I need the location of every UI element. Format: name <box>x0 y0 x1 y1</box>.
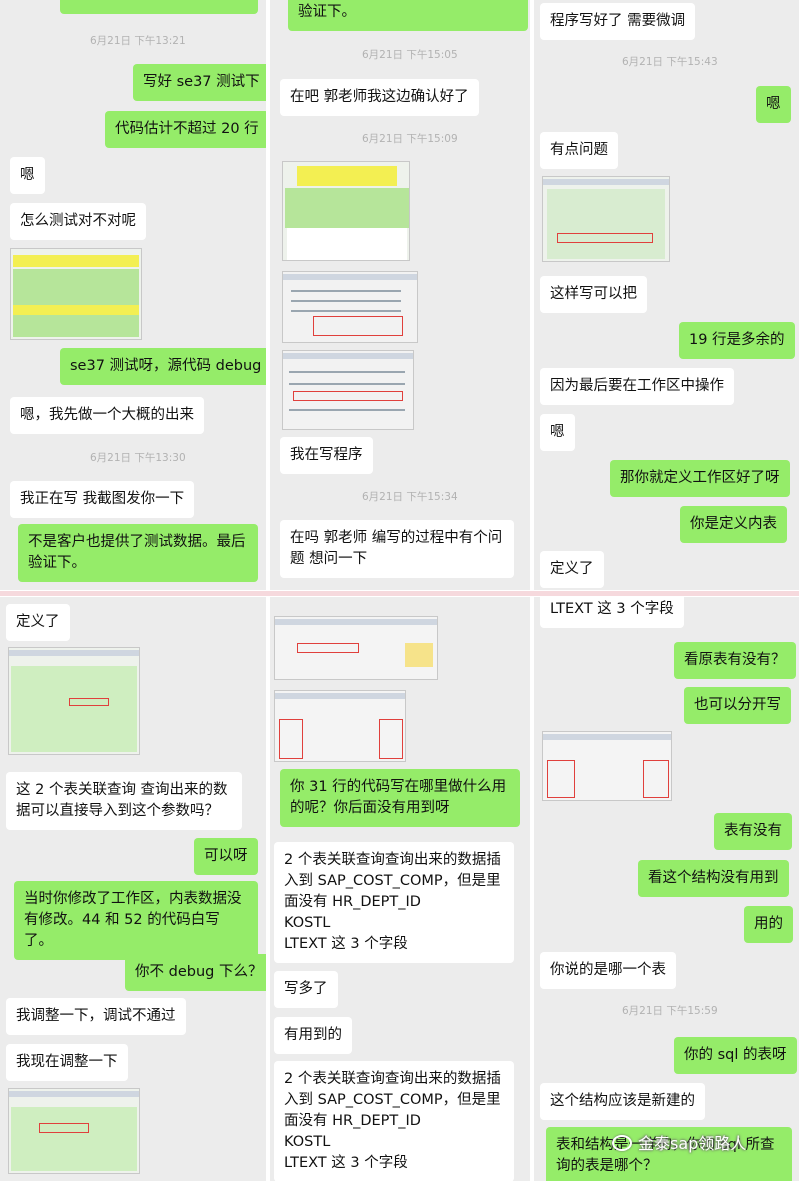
message-line: LTEXT 这 3 个字段 <box>284 1155 408 1171</box>
message-line: LTEXT 这 3 个字段 <box>284 936 408 952</box>
panel-divider <box>0 591 799 596</box>
received-message[interactable]: 这个结构应该是新建的 <box>540 1083 705 1120</box>
received-message[interactable]: 写多了 <box>274 971 338 1008</box>
screenshot-image[interactable] <box>274 690 406 762</box>
screenshot-image[interactable] <box>282 271 418 343</box>
chat-panel-2: 验证下。 6月21日 下午15:05 在吧 郭老师我这边确认好了 6月21日 下… <box>270 0 530 590</box>
message-line: 2 个表关联查询查询出来的数据插入到 SAP_COST_COMP，但是里面没有 … <box>284 1071 501 1129</box>
received-message[interactable]: 有点问题 <box>540 132 618 169</box>
screenshot-image[interactable] <box>542 176 670 262</box>
received-message[interactable]: 这样写可以把 <box>540 276 647 313</box>
screenshot-image[interactable] <box>274 616 438 680</box>
sent-message[interactable]: 你不 debug 下么？ <box>125 954 266 991</box>
message-line: 2 个表关联查询查询出来的数据插入到 SAP_COST_COMP，但是里面没有 … <box>284 852 501 910</box>
screenshot-image[interactable] <box>10 248 142 340</box>
screenshot-image[interactable] <box>542 731 672 801</box>
sent-message[interactable]: 代码估计不超过 20 行 <box>105 111 266 148</box>
received-message[interactable]: 在吧 郭老师我这边确认好了 <box>280 79 479 116</box>
sent-message[interactable]: 表和结构是一样的，你的 sql 所查询的表是哪个？ <box>546 1127 792 1181</box>
sent-message[interactable]: 当时你修改了工作区，内表数据没有修改。44 和 52 的代码白写了。 <box>14 881 258 960</box>
screenshot-image[interactable] <box>8 1088 140 1174</box>
sent-message[interactable]: 不是客户也提供了测试数据。最后验证下。 <box>18 524 258 582</box>
watermark-text: 金泰sap领路人 <box>638 1134 747 1153</box>
sent-message[interactable]: 你是定义内表 <box>680 506 787 543</box>
sent-message[interactable]: 那你就定义工作区好了呀 <box>610 460 790 497</box>
message-line: KOSTL <box>284 1134 331 1150</box>
received-message[interactable]: 我在写程序 <box>280 437 373 474</box>
sent-message[interactable]: se37 测试呀，源代码 debug <box>60 348 266 385</box>
received-message[interactable]: 我正在写 我截图发你一下 <box>10 481 195 518</box>
sent-message[interactable]: 写好 se37 测试下 <box>133 64 266 101</box>
sent-message[interactable]: 可以呀 <box>194 838 258 875</box>
timestamp: 6月21日 下午15:09 <box>362 133 458 145</box>
chat-panel-1: 6月21日 下午13:21 写好 se37 测试下 代码估计不超过 20 行 嗯… <box>0 0 266 590</box>
chat-panel-4: 定义了 这 2 个表关联查询 查询出来的数据可以直接导入到这个参数吗？ 可以呀 … <box>0 597 266 1181</box>
received-message[interactable]: 嗯 <box>10 157 45 194</box>
received-message[interactable]: 程序写好了 需要微调 <box>540 3 696 40</box>
received-message[interactable]: LTEXT 这 3 个字段 <box>540 597 684 628</box>
received-message[interactable]: 嗯，我先做一个大概的出来 <box>10 397 204 434</box>
timestamp: 6月21日 下午15:43 <box>622 56 718 68</box>
sent-message[interactable]: 你 31 行的代码写在哪里做什么用的呢？你后面没有用到呀 <box>280 769 520 827</box>
received-message[interactable]: 有用到的 <box>274 1017 352 1054</box>
sent-message[interactable]: 看这个结构没有用到 <box>638 860 789 897</box>
received-message[interactable]: 嗯 <box>540 414 575 451</box>
received-message[interactable]: 我现在调整一下 <box>6 1044 128 1081</box>
screenshot-image[interactable] <box>8 647 140 755</box>
sent-message[interactable] <box>60 0 258 14</box>
sent-message[interactable]: 验证下。 <box>288 0 528 31</box>
wechat-icon <box>612 1135 632 1151</box>
received-message[interactable]: 怎么测试对不对呢 <box>10 203 146 240</box>
sent-message[interactable]: 用的 <box>744 906 793 943</box>
timestamp: 6月21日 下午15:05 <box>362 49 458 61</box>
received-message[interactable]: 你说的是哪一个表 <box>540 952 676 989</box>
chat-panel-3: 程序写好了 需要微调 6月21日 下午15:43 嗯 有点问题 这样写可以把 1… <box>534 0 799 590</box>
sent-message[interactable]: 也可以分开写 <box>684 687 791 724</box>
sent-message[interactable]: 看原表有没有？ <box>674 642 796 679</box>
timestamp: 6月21日 下午15:59 <box>622 1005 718 1017</box>
sent-message[interactable]: 嗯 <box>756 86 791 123</box>
timestamp: 6月21日 下午15:34 <box>362 491 458 503</box>
message-line: KOSTL <box>284 915 331 931</box>
received-message[interactable]: 定义了 <box>6 604 70 641</box>
received-message[interactable]: 定义了 <box>540 551 604 588</box>
chat-panel-5: 你 31 行的代码写在哪里做什么用的呢？你后面没有用到呀 2 个表关联查询查询出… <box>270 597 530 1181</box>
sent-message[interactable]: 你的 sql 的表呀 <box>674 1037 797 1074</box>
screenshot-image[interactable] <box>282 161 410 261</box>
received-message[interactable]: 我调整一下，调试不通过 <box>6 998 186 1035</box>
timestamp: 6月21日 下午13:21 <box>90 35 186 47</box>
chat-panel-6: LTEXT 这 3 个字段 看原表有没有？ 也可以分开写 表有没有 看这个结构没… <box>534 597 799 1181</box>
watermark: 金泰sap领路人 <box>612 1130 746 1158</box>
received-message[interactable]: 因为最后要在工作区中操作 <box>540 368 734 405</box>
sent-message[interactable]: 19 行是多余的 <box>679 322 795 359</box>
screenshot-image[interactable] <box>282 350 414 430</box>
received-message[interactable]: 在吗 郭老师 编写的过程中有个问题 想问一下 <box>280 520 514 578</box>
received-message[interactable]: 这 2 个表关联查询 查询出来的数据可以直接导入到这个参数吗？ <box>6 772 242 830</box>
received-message[interactable]: 2 个表关联查询查询出来的数据插入到 SAP_COST_COMP，但是里面没有 … <box>274 1061 514 1181</box>
received-message[interactable]: 2 个表关联查询查询出来的数据插入到 SAP_COST_COMP，但是里面没有 … <box>274 842 514 963</box>
sent-message[interactable]: 表有没有 <box>714 813 792 850</box>
timestamp: 6月21日 下午13:30 <box>90 452 186 464</box>
